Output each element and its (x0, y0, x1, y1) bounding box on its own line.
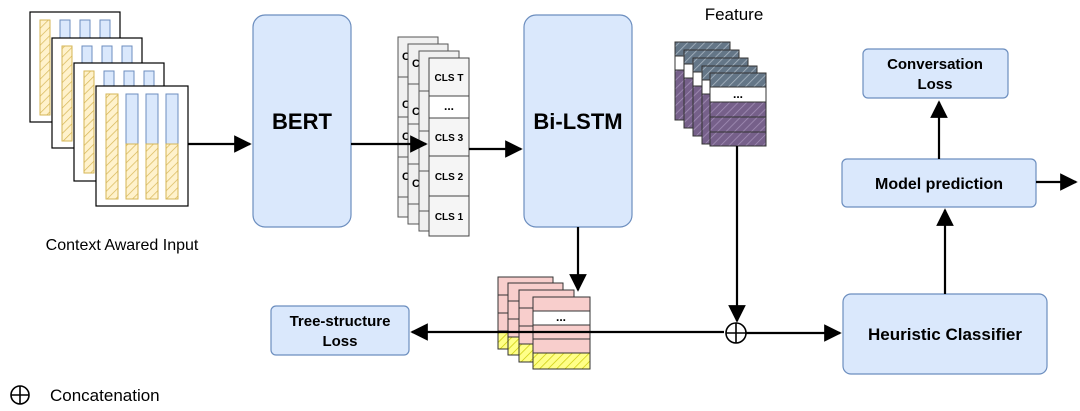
legend-label: Concatenation (50, 386, 160, 405)
cls-partial: C (402, 99, 410, 111)
tree-loss-line2: Loss (322, 333, 357, 350)
input-label: Context Awared Input (46, 237, 199, 254)
conversation-loss-line2: Loss (917, 76, 952, 93)
conversation-loss-line1: Conversation (887, 56, 983, 73)
bert-box (252, 14, 352, 228)
conversation-loss-box (862, 48, 1009, 99)
cls-partial: C (402, 131, 410, 143)
cls-partial: C (402, 51, 410, 63)
cls-stack: C C C C C C C C (397, 36, 470, 237)
lstm-output-dots: ... (556, 310, 566, 324)
cls-front-column: CLS T ... CLS 3 CLS 2 CLS 1 (428, 57, 470, 237)
cls-partial: C (412, 58, 420, 70)
lstm-output-stack: ... (497, 276, 591, 370)
bert-label: BERT (272, 109, 332, 134)
legend: Concatenation (10, 385, 160, 405)
cls-partial: C (412, 106, 420, 118)
cls-dots-label: ... (444, 99, 454, 113)
feature-stack: ... (674, 41, 767, 147)
tree-loss-box (270, 305, 410, 356)
input-cards (29, 11, 189, 207)
concat-legend-icon (10, 385, 30, 405)
cls-partial: C (402, 171, 410, 183)
bilstm-label: Bi-LSTM (533, 109, 622, 134)
feature-front: ... (709, 72, 767, 147)
cls-partial: C (412, 178, 420, 190)
cls-3-label: CLS 3 (435, 133, 464, 144)
feature-label: Feature (705, 5, 764, 24)
concat-symbol (725, 322, 747, 344)
cls-1-label: CLS 1 (435, 212, 464, 223)
model-prediction-label: Model prediction (875, 176, 1003, 193)
tree-loss-line1: Tree-structure (290, 313, 391, 330)
feature-dots: ... (733, 87, 743, 101)
heuristic-label: Heuristic Classifier (868, 325, 1022, 344)
cls-t-label: CLS T (435, 73, 464, 84)
cls-2-label: CLS 2 (435, 172, 464, 183)
